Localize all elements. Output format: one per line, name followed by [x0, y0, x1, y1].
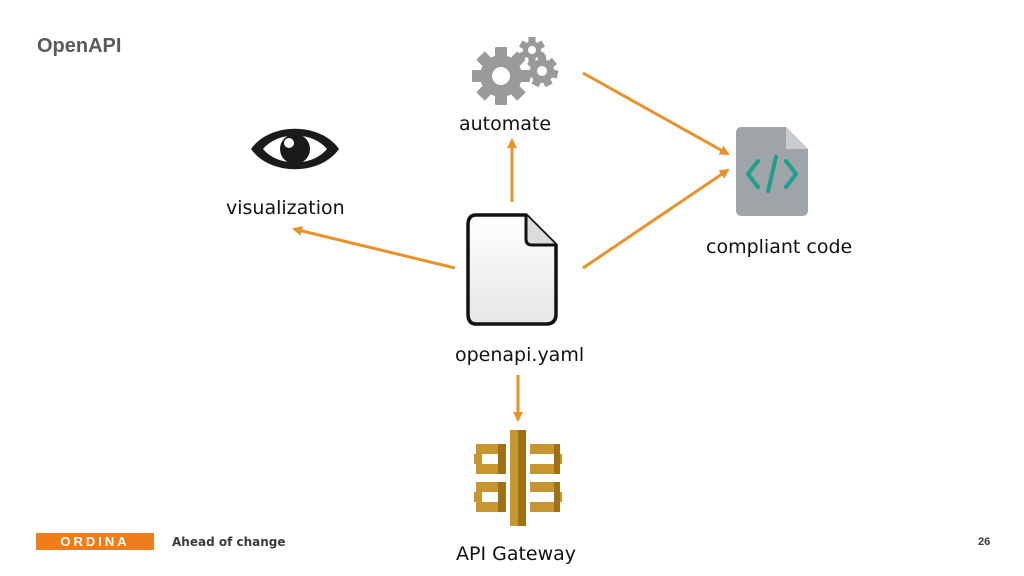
code-file-icon — [736, 127, 808, 216]
document-icon — [466, 213, 558, 326]
gears-icon — [470, 36, 562, 110]
automate-label: automate — [459, 113, 552, 135]
arrow-to-compliant-code — [582, 168, 730, 270]
api-gateway-label: API Gateway — [456, 543, 577, 565]
ordina-logo: ORDINA — [36, 533, 154, 550]
compliant-code-label: compliant code — [706, 236, 853, 258]
slide-title: OpenAPI — [37, 35, 122, 57]
openapi-yaml-label: openapi.yaml — [455, 344, 585, 366]
footer-tagline: Ahead of change — [172, 535, 286, 549]
eye-icon — [248, 124, 342, 174]
arrow-to-visualization — [292, 226, 456, 270]
page-number: 26 — [978, 536, 991, 548]
api-gateway-icon — [474, 430, 562, 526]
arrow-automate-to-compliant-code — [582, 71, 730, 156]
svg-text:ORDINA: ORDINA — [60, 534, 129, 549]
visualization-label: visualization — [226, 197, 345, 219]
